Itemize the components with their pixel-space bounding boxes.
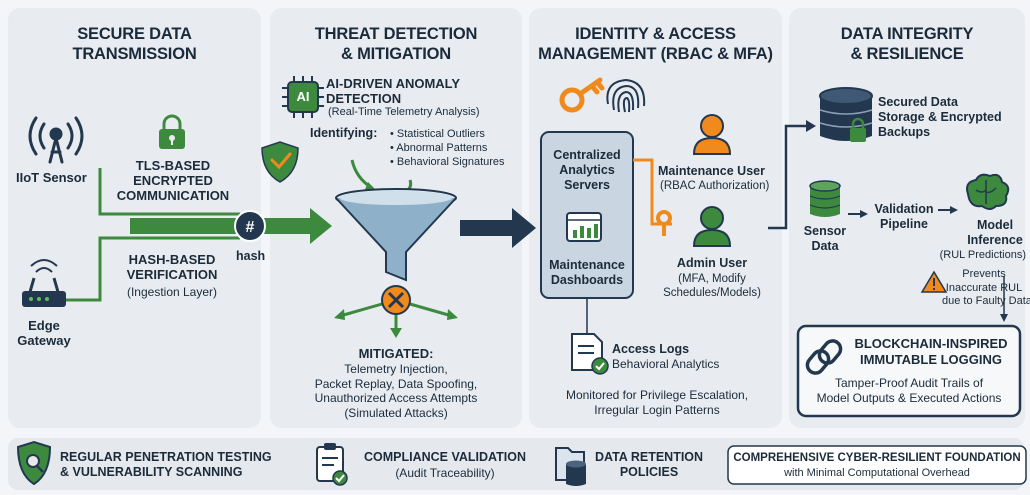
gateway-line — [62, 236, 240, 302]
foundation-label: COMPREHENSIVE CYBER-RESILIENT FOUNDATION — [733, 452, 1021, 464]
maintenance-user-icon — [692, 114, 732, 155]
iiot-sensor-label: IIoT Sensor — [16, 170, 87, 185]
warning-icon — [920, 270, 948, 293]
foundation-box — [727, 445, 1027, 485]
compliance-sub: (Audit Traceability) — [395, 466, 495, 480]
sensor-line — [98, 168, 240, 216]
identifying-label: Identifying: — [310, 126, 378, 140]
folder-database-icon — [555, 447, 586, 486]
access-logs-label: Access Logs — [612, 342, 690, 356]
admin-key-icon — [656, 210, 672, 236]
identifying-list: • Statistical Outliers• Abnormal Pattern… — [390, 128, 505, 168]
hash-glyph: # — [246, 219, 255, 236]
admin-user-icon — [692, 206, 732, 247]
mitigated-title: MITIGATED: — [358, 346, 434, 361]
fingerprint-icon — [606, 78, 646, 113]
foundation-sub: with Minimal Computational Overhead — [784, 467, 970, 479]
dashboard-icon — [566, 212, 602, 242]
ai-chip-label: AI — [296, 89, 310, 104]
storage-arrow — [768, 124, 808, 230]
mitigated-list: Telemetry Injection,Packet Replay, Data … — [314, 362, 478, 420]
hash-icon — [234, 210, 266, 242]
ai-chip-icon — [282, 76, 324, 118]
key-icon — [559, 77, 605, 113]
database-icon — [819, 87, 873, 142]
blockchain-box — [796, 324, 1022, 418]
shield-icon — [261, 141, 299, 183]
chain-link-icon — [805, 339, 843, 375]
clipboard-icon — [316, 443, 348, 486]
brain-icon — [966, 173, 1010, 210]
behavioral-analytics-label: Behavioral Analytics — [612, 357, 720, 371]
router-icon — [22, 259, 66, 307]
panel-title-threat: THREAT DETECTION& MITIGATION — [314, 25, 478, 63]
transmission-arrow — [130, 208, 332, 244]
pipeline-arrow — [460, 208, 536, 248]
admin-user-label: Admin User — [676, 256, 748, 270]
ingestion-layer-label: (Ingestion Layer) — [126, 285, 218, 299]
hash-label: hash — [236, 249, 266, 263]
scanning-shield-icon — [16, 440, 52, 486]
funnel-icon — [335, 188, 457, 282]
panel-title-integrity: DATA INTEGRITY& RESILIENCE — [840, 25, 974, 63]
mitigation-icon — [334, 285, 458, 338]
access-log-icon — [571, 333, 609, 375]
maintenance-user-sub: (RBAC Authorization) — [660, 180, 770, 192]
antenna-icon — [28, 116, 84, 164]
pen-testing-label: REGULAR PENETRATION TESTING& VULNERABILI… — [60, 450, 272, 479]
rul-predictions-label: (RUL Predictions) — [939, 249, 1026, 261]
maintenance-user-label: Maintenance User — [658, 164, 765, 178]
monitored-label: Monitored for Privilege Escalation,Irreg… — [565, 388, 749, 417]
ai-detection-sub: (Real-Time Telemetry Analysis) — [328, 106, 480, 118]
compliance-label: COMPLIANCE VALIDATION — [363, 450, 527, 464]
sensor-data-icon — [809, 180, 841, 217]
padlock-icon — [159, 114, 185, 149]
